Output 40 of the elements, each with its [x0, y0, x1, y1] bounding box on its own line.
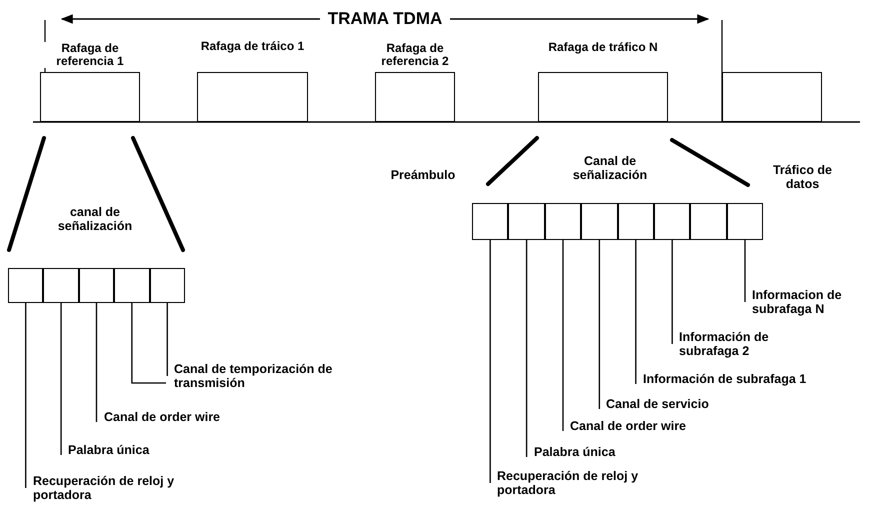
field-label: Canal de order wire — [562, 419, 712, 433]
time-slot — [690, 203, 727, 240]
time-slot — [78, 268, 114, 303]
leader-line — [166, 303, 168, 376]
section-label: Preámbulo — [390, 168, 456, 182]
field-label: Informacion de subrafaga N — [744, 288, 874, 316]
time-slot — [43, 268, 79, 303]
time-slot — [618, 203, 654, 240]
field-label: Información de subrafaga 2 — [671, 330, 801, 358]
field-label: Recuperación de reloj y portadora — [489, 469, 659, 497]
leader-line — [96, 303, 98, 422]
field-label: Palabra única — [60, 443, 180, 457]
time-slot — [654, 203, 690, 240]
leader-line — [490, 240, 491, 483]
field-label: Canal de temporización de transmisión — [166, 362, 356, 390]
leader-line — [526, 240, 528, 457]
time-slot — [472, 203, 508, 240]
leader-line — [25, 303, 26, 488]
time-slot — [114, 268, 150, 303]
section-label: Tráfico de datos — [772, 163, 834, 191]
field-label: Información de subrafaga 1 — [635, 372, 835, 386]
time-slot — [544, 203, 582, 240]
time-slot — [508, 203, 545, 240]
field-label: Canal de servicio — [598, 397, 738, 411]
leader-line — [744, 240, 746, 302]
leader-line — [635, 240, 636, 384]
field-label: Recuperación de reloj y portadora — [25, 474, 195, 502]
leader-line — [672, 240, 673, 344]
time-slot — [150, 268, 185, 303]
time-slot — [581, 203, 618, 240]
leader-line — [562, 240, 564, 431]
leader-line — [60, 303, 62, 455]
field-label: Palabra única — [526, 445, 646, 459]
time-slot — [8, 268, 44, 303]
leader-line — [131, 303, 166, 384]
section-label: Canal de señalización — [572, 154, 648, 182]
time-slot — [726, 203, 764, 240]
leader-line — [598, 240, 600, 409]
field-label: Canal de order wire — [96, 410, 224, 424]
section-label: canal de señalización — [56, 205, 134, 233]
